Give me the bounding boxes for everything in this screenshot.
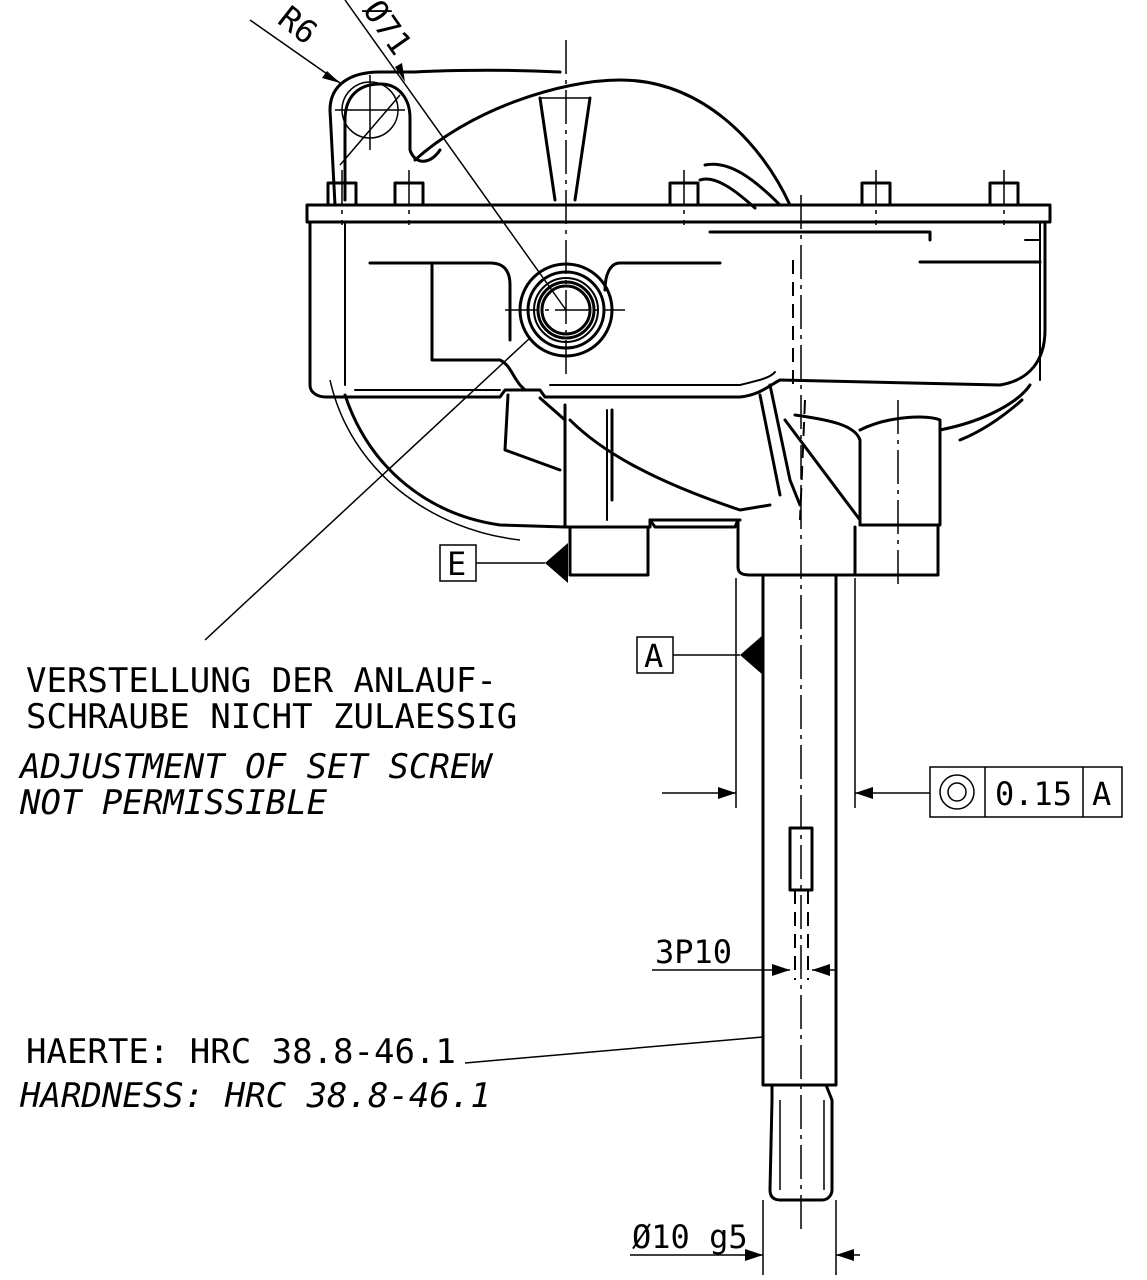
output-shaft [761, 195, 838, 1230]
dim-key-width-label: 3P10 [655, 933, 732, 971]
dim-radius-label: R6 [271, 0, 325, 52]
dim-shaft-diameter-label: Ø10 g5 [632, 1218, 748, 1256]
note-adjustment-en-2: NOT PERMISSIBLE [19, 783, 328, 823]
dimension-key-width: 3P10 [652, 933, 835, 976]
hardness-note: HAERTE: HRC 38.8-46.1 HARDNESS: HRC 38.8… [19, 1032, 764, 1116]
concentricity-icon [939, 774, 975, 810]
datum-a: A [636, 635, 763, 675]
dimension-shaft-diameter: Ø10 g5 [630, 1200, 860, 1275]
tolerance-value: 0.15 [995, 775, 1072, 813]
note-hardness-en: HARDNESS: HRC 38.8-46.1 [19, 1076, 491, 1116]
set-screw-bearing [505, 40, 625, 375]
concentricity-tolerance: 0.15 A [662, 578, 1123, 818]
bolt-heads [326, 170, 1020, 225]
tolerance-datum: A [1092, 775, 1111, 813]
datum-e-label: E [447, 545, 466, 583]
note-adjustment-de-1: VERSTELLUNG DER ANLAUF- [26, 661, 497, 701]
note-adjustment-de-2: SCHRAUBE NICHT ZULAESSIG [26, 697, 517, 737]
note-adjustment-en-1: ADJUSTMENT OF SET SCREW [18, 747, 493, 787]
datum-e: E [439, 543, 568, 583]
datum-a-label: A [644, 637, 663, 675]
note-hardness-de: HAERTE: HRC 38.8-46.1 [26, 1032, 456, 1072]
dimension-r6: R6 [249, 0, 341, 84]
set-screw-note: VERSTELLUNG DER ANLAUF- SCHRAUBE NICHT Z… [18, 337, 531, 823]
gear-housing [305, 40, 1052, 590]
dim-diameter-label: Ø71 [355, 0, 419, 62]
